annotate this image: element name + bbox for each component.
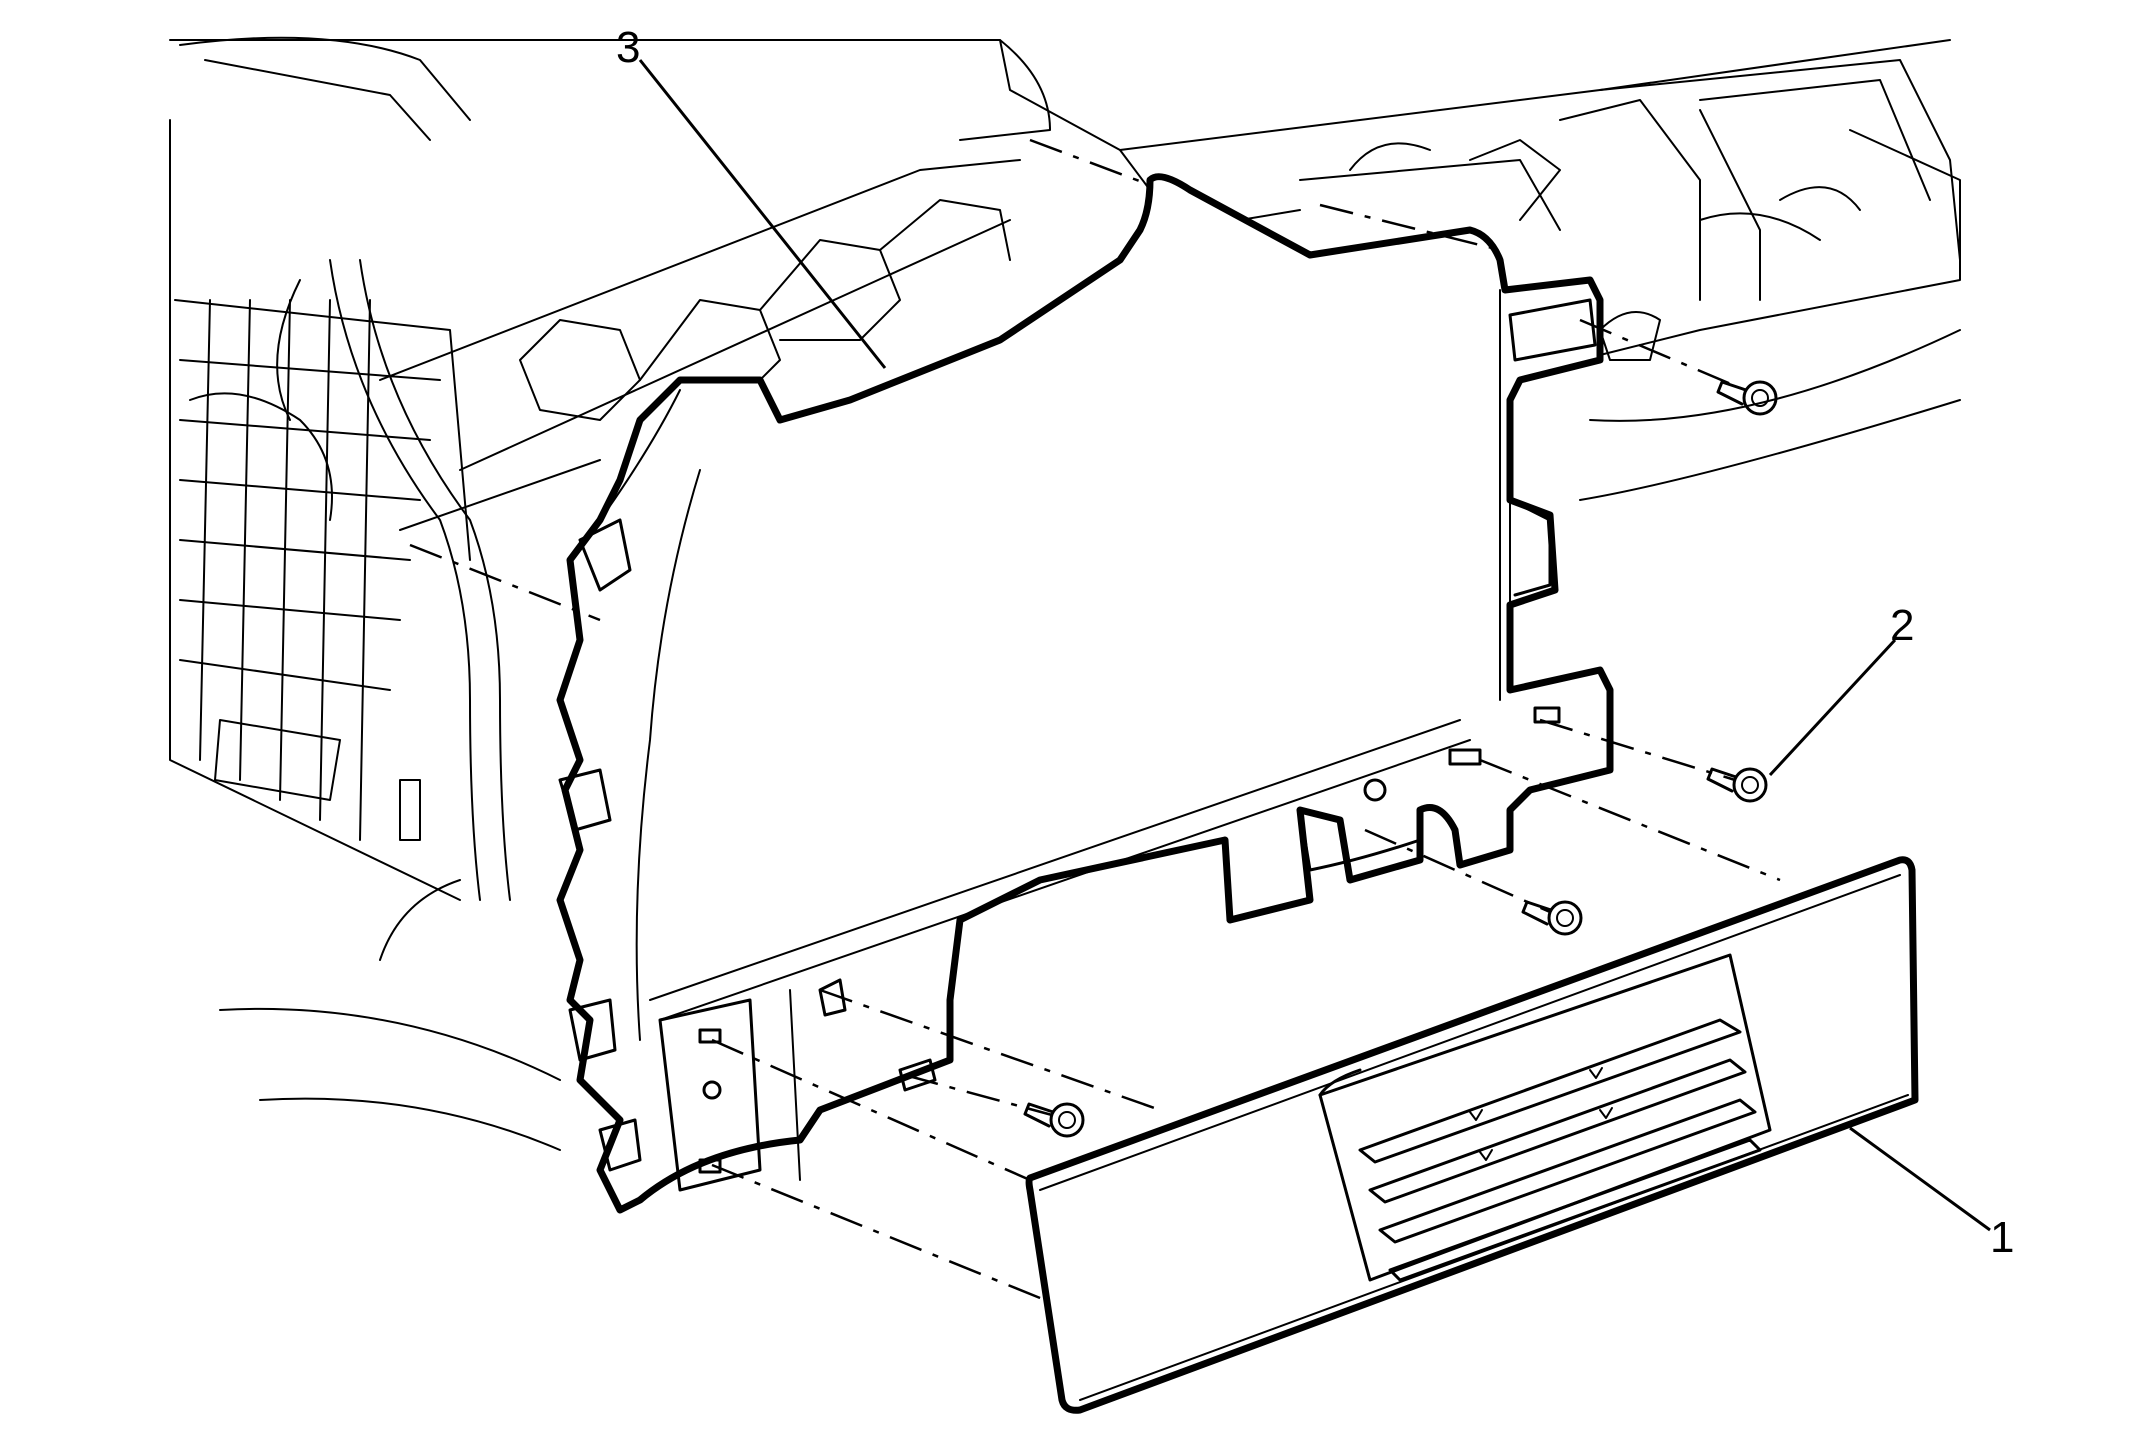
background-vehicle-structure — [169, 36, 1961, 1151]
fastener-upper-right — [1716, 380, 1778, 416]
callout-label-3: 3 — [616, 23, 640, 72]
fastener-lower-left — [1023, 1102, 1085, 1138]
callout-leaders — [638, 59, 1991, 1232]
fastener-mid-right — [1706, 767, 1768, 803]
part-2-fasteners — [1023, 380, 1778, 1138]
alignment-lines — [409, 138, 1781, 1302]
callout-label-2: 2 — [1890, 601, 1914, 650]
fastener-center — [1521, 900, 1583, 936]
callout-label-1: 1 — [1990, 1213, 2014, 1262]
part-1-lower-grille-panel — [1025, 856, 1919, 1414]
